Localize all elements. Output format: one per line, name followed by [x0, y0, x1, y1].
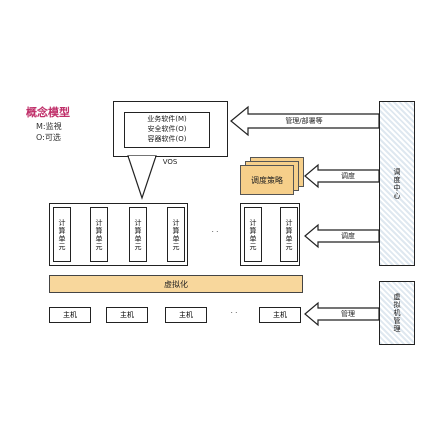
compute-unit-4: 计算单元 [167, 207, 185, 262]
arrow-label-schedule-2: 调度 [341, 232, 355, 240]
scheduling-strategy: 调度策略 [240, 165, 294, 195]
compute-unit-3: 计算单元 [129, 207, 147, 262]
compute-unit-label: 计算单元 [249, 218, 257, 251]
host-label: 主机 [179, 311, 193, 319]
host-4: 主机 [259, 307, 301, 323]
scheduling-center-label: 调度中心 [393, 167, 401, 200]
vos-callout-pointer [127, 155, 157, 200]
arrow-schedule-strategy [304, 163, 380, 189]
compute-unit-label: 计算单元 [172, 218, 180, 251]
compute-unit-label: 计算单元 [95, 218, 103, 251]
vos-container: 业务软件(M) 安全软件(O) 容器软件(O) [113, 101, 228, 157]
compute-ellipsis: · · [211, 228, 219, 236]
legend-title: 概念模型 [26, 106, 70, 119]
arrow-label-schedule: 调度 [341, 172, 355, 180]
compute-group-left [49, 203, 188, 266]
host-label: 主机 [63, 311, 77, 319]
legend-line-mandatory: M:监視 [36, 122, 62, 131]
software-line-business: 业务软件(M) [147, 115, 187, 123]
arrow-label-management-deploy: 管理/部署等 [285, 117, 323, 125]
host-1: 主机 [49, 307, 91, 323]
scheduling-strategy-label: 调度策略 [251, 175, 283, 185]
host-2: 主机 [106, 307, 148, 323]
virtualization-layer: 虚拟化 [49, 275, 303, 293]
compute-unit-6: 计算单元 [280, 207, 298, 262]
arrow-management-deploy [230, 105, 380, 137]
host-3: 主机 [165, 307, 207, 323]
compute-unit-label: 计算单元 [285, 218, 293, 251]
compute-unit-5: 计算单元 [244, 207, 262, 262]
software-line-security: 安全软件(O) [147, 125, 187, 133]
arrow-vm-management [304, 301, 380, 327]
legend-line-optional: O:可选 [36, 133, 61, 142]
virtualization-label: 虚拟化 [164, 279, 188, 289]
compute-unit-2: 计算单元 [90, 207, 108, 262]
host-ellipsis: · · [230, 309, 238, 317]
arrow-label-management: 管理 [341, 310, 355, 318]
host-label: 主机 [273, 311, 287, 319]
software-line-container: 容器软件(O) [147, 135, 187, 143]
compute-unit-label: 计算单元 [134, 218, 142, 251]
software-box: 业务软件(M) 安全软件(O) 容器软件(O) [124, 112, 210, 148]
scheduling-center: 调度中心 [379, 101, 415, 266]
vm-management-label: 虚拟机管理 [393, 293, 401, 333]
vos-label: VOS [162, 158, 178, 166]
compute-unit-label: 计算单元 [58, 218, 66, 251]
host-label: 主机 [120, 311, 134, 319]
compute-unit-1: 计算单元 [53, 207, 71, 262]
arrow-schedule-compute [304, 223, 380, 249]
